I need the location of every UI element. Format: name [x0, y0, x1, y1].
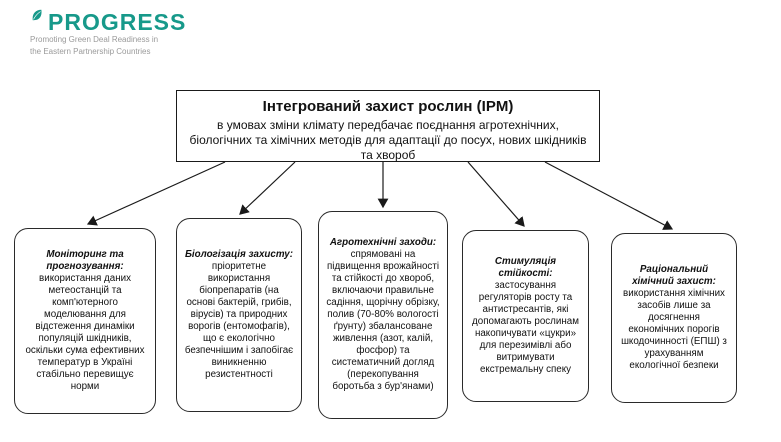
node-biologization-title: Біологізація захисту:	[184, 249, 294, 261]
node-chemical-body: використання хімічних засобів лише за до…	[621, 288, 727, 371]
node-stimulation-body: застосування регуляторів росту та антист…	[472, 280, 579, 375]
node-agrotechnical-body: спрямовані на підвищення врожайності та …	[326, 249, 440, 392]
arrow-to-stimulation	[467, 161, 525, 227]
ipm-description: в умовах зміни клімату передбачає поєдна…	[189, 118, 587, 162]
node-stimulation-title: Стимуляція стійкості:	[494, 256, 557, 280]
arrow-to-chemical	[544, 161, 674, 230]
node-monitoring: Моніторинг та прогнозування: використанн…	[14, 228, 156, 414]
logo-title: PROGRESS	[48, 9, 187, 35]
node-monitoring-body: використання даних метеостанцій та комп'…	[25, 273, 145, 392]
ipm-main-box: Інтегрований захист рослин (IPM) в умова…	[176, 90, 600, 162]
arrow-to-biologization	[239, 161, 296, 215]
node-biologization-body: пріоритетне використання біопрепаратів (…	[184, 261, 294, 380]
node-chemical: Раціональний хімічний захист: використан…	[611, 233, 737, 403]
progress-logo: PROGRESS Promoting Green Deal Readiness …	[30, 8, 187, 58]
node-monitoring-title: Моніторинг та прогнозування:	[46, 249, 124, 273]
logo-subtitle-line2: the Eastern Partnership Countries	[30, 46, 151, 56]
node-stimulation: Стимуляція стійкості: застосування регул…	[462, 230, 589, 402]
node-agrotechnical: Агротехнічні заходи: спрямовані на підви…	[318, 211, 448, 419]
ipm-title: Інтегрований захист рослин (IPM)	[262, 98, 514, 115]
node-chemical-title: Раціональний хімічний захист:	[632, 264, 716, 288]
leaf-icon	[30, 8, 44, 22]
arrow-to-monitoring	[86, 161, 226, 226]
logo-subtitle-line1: Promoting Green Deal Readiness in	[30, 35, 159, 45]
node-agrotechnical-title: Агротехнічні заходи:	[329, 237, 437, 249]
node-biologization: Біологізація захисту: пріоритетне викори…	[176, 218, 302, 412]
